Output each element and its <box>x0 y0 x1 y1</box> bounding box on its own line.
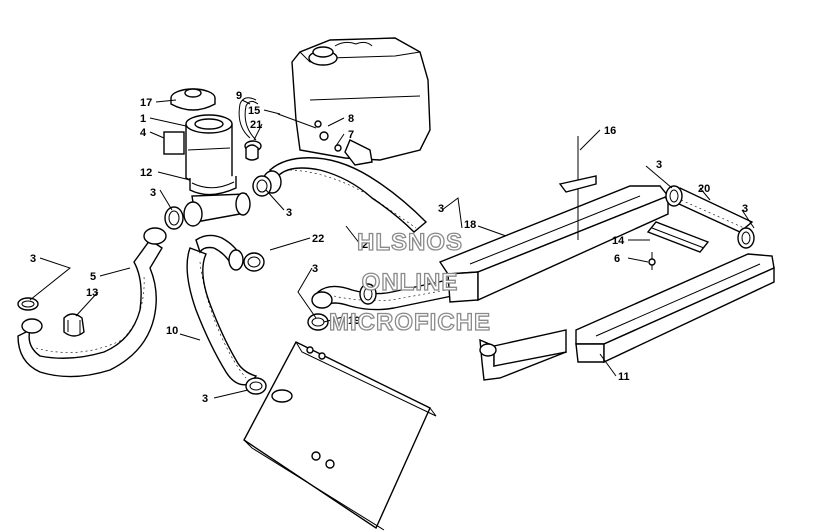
hose-clamp-icon <box>164 206 184 230</box>
part-label-3-h: 3 <box>742 203 748 215</box>
part-label-3-a: 3 <box>150 187 156 199</box>
part-label-18: 18 <box>464 219 476 231</box>
coolant-reservoir-tank <box>291 37 431 166</box>
heat-exchanger-right-rail <box>575 253 775 364</box>
part-label-17: 17 <box>140 97 152 109</box>
part-label-9: 9 <box>236 90 242 102</box>
main-coolant-hose <box>17 227 167 378</box>
part-label-3-g: 3 <box>656 159 662 171</box>
hose-clamp-icon <box>63 313 85 337</box>
part-label-6: 6 <box>614 253 620 265</box>
hose-clamp-icon <box>307 313 329 331</box>
watermark-line-2: ONLINE <box>362 269 459 296</box>
part-label-3-f: 3 <box>438 203 444 215</box>
part-label-5: 5 <box>90 271 96 283</box>
part-label-11: 11 <box>618 371 630 383</box>
part-label-3-c: 3 <box>312 263 318 275</box>
leader-lines <box>29 99 755 399</box>
part-label-15: 15 <box>248 105 260 117</box>
part-label-3-d: 3 <box>30 253 36 265</box>
watermark-line-1: HLSNOS <box>357 229 463 256</box>
mounting-bolt <box>558 136 656 270</box>
part-label-14: 14 <box>612 235 625 247</box>
hose-clamp-icon <box>359 283 377 305</box>
upper-coolant-hose <box>262 157 428 233</box>
part-label-13: 13 <box>86 287 98 299</box>
hose-clamp-icon <box>245 377 267 395</box>
part-label-16: 16 <box>604 125 616 137</box>
watermark: HLSNOS ONLINE MICROFICHE <box>328 228 491 336</box>
filler-neck-assembly <box>163 114 251 227</box>
part-label-1: 1 <box>140 113 146 125</box>
hose-clamp-icon <box>245 144 259 161</box>
part-label-4: 4 <box>140 127 147 139</box>
part-label-3-e: 3 <box>202 393 208 405</box>
part-label-2: 2 <box>362 239 368 251</box>
mounting-plate <box>243 341 437 531</box>
part-labels: 17 1 4 12 3 9 15 21 8 7 3 22 2 3 19 3 5 … <box>30 90 748 405</box>
part-label-22: 22 <box>312 233 324 245</box>
part-label-21: 21 <box>250 119 262 131</box>
part-label-20: 20 <box>698 183 710 195</box>
watermark-line-3: MICROFICHE <box>329 309 491 336</box>
clamp-icons <box>17 144 755 395</box>
hose-clamp-icon <box>243 252 265 272</box>
heat-exchanger-left-rail <box>438 185 670 381</box>
overflow-tube <box>238 97 342 152</box>
part-label-8: 8 <box>348 113 354 125</box>
part-label-10: 10 <box>166 325 178 337</box>
radiator-cap <box>170 88 216 111</box>
part-label-3-b: 3 <box>286 207 292 219</box>
part-label-19: 19 <box>348 315 360 327</box>
mounting-bracket <box>646 221 710 253</box>
hose-clamp-icon <box>665 185 683 207</box>
hose-clamp-icon <box>17 297 39 311</box>
part-label-7: 7 <box>348 129 354 141</box>
part-label-12: 12 <box>140 167 152 179</box>
hose-clamp-icon <box>737 227 755 249</box>
